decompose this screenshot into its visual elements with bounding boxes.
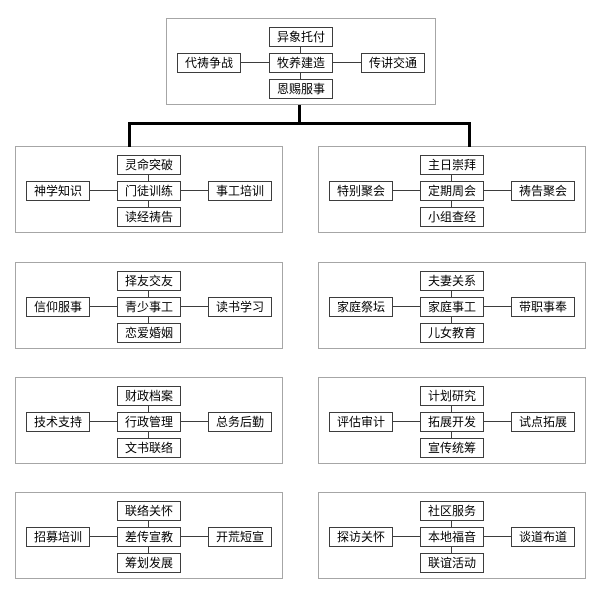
node-box: 牧养建造 [269,53,333,73]
node-box: 传讲交通 [361,53,425,73]
node-box: 招募培训 [26,527,90,547]
node-box: 门徒训练 [117,181,181,201]
group-meetings: 主日崇拜 特别聚会 定期周会 祷告聚会 小组查经 [318,146,586,233]
tree-connector-drop-left [128,122,131,147]
node-box: 文书联络 [117,438,181,458]
node-box: 联谊活动 [420,553,484,573]
node-box: 读书学习 [208,297,272,317]
group-discipleship: 灵命突破 神学知识 门徒训练 事工培训 读经祷告 [15,146,283,233]
node-box: 小组查经 [420,207,484,227]
node-box: 行政管理 [117,412,181,432]
node-box: 信仰服事 [26,297,90,317]
node-box: 择友交友 [117,271,181,291]
node-box: 代祷争战 [177,53,241,73]
node-box: 社区服务 [420,501,484,521]
tree-connector-horizontal [128,122,471,125]
node-box: 夫妻关系 [420,271,484,291]
node-box: 神学知识 [26,181,90,201]
node-box: 计划研究 [420,386,484,406]
node-box: 家庭祭坛 [329,297,393,317]
node-box: 试点拓展 [511,412,575,432]
node-box: 技术支持 [26,412,90,432]
group-missions: 联络关怀 招募培训 差传宣教 开荒短宣 筹划发展 [15,492,283,579]
node-box: 家庭事工 [420,297,484,317]
node-box: 拓展开发 [420,412,484,432]
node-box: 儿女教育 [420,323,484,343]
node-box: 事工培训 [208,181,272,201]
node-box: 探访关怀 [329,527,393,547]
group-youth-ministry: 择友交友 信仰服事 青少事工 读书学习 恋爱婚姻 [15,262,283,349]
node-box: 开荒短宣 [208,527,272,547]
node-box: 主日崇拜 [420,155,484,175]
node-box: 读经祷告 [117,207,181,227]
node-box: 联络关怀 [117,501,181,521]
node-box: 本地福音 [420,527,484,547]
node-box: 青少事工 [117,297,181,317]
tree-connector-stem [298,105,301,125]
group-administration: 财政档案 技术支持 行政管理 总务后勤 文书联络 [15,377,283,464]
group-development: 计划研究 评估审计 拓展开发 试点拓展 宣传统筹 [318,377,586,464]
node-box: 恩赐服事 [269,79,333,99]
node-box: 总务后勤 [208,412,272,432]
node-box: 评估审计 [329,412,393,432]
node-box: 差传宣教 [117,527,181,547]
group-local-evangelism: 社区服务 探访关怀 本地福音 谈道布道 联谊活动 [318,492,586,579]
node-box: 祷告聚会 [511,181,575,201]
node-box: 异象托付 [269,27,333,47]
node-box: 灵命突破 [117,155,181,175]
node-box: 定期周会 [420,181,484,201]
node-box: 宣传统筹 [420,438,484,458]
node-box: 带职事奉 [511,297,575,317]
node-box: 恋爱婚姻 [117,323,181,343]
node-box: 谈道布道 [511,527,575,547]
tree-connector-drop-right [468,122,471,147]
node-box: 财政档案 [117,386,181,406]
group-pastoral-root: 异象托付 代祷争战 牧养建造 传讲交通 恩赐服事 [166,18,436,105]
node-box: 筹划发展 [117,553,181,573]
node-box: 特别聚会 [329,181,393,201]
group-family-ministry: 夫妻关系 家庭祭坛 家庭事工 带职事奉 儿女教育 [318,262,586,349]
